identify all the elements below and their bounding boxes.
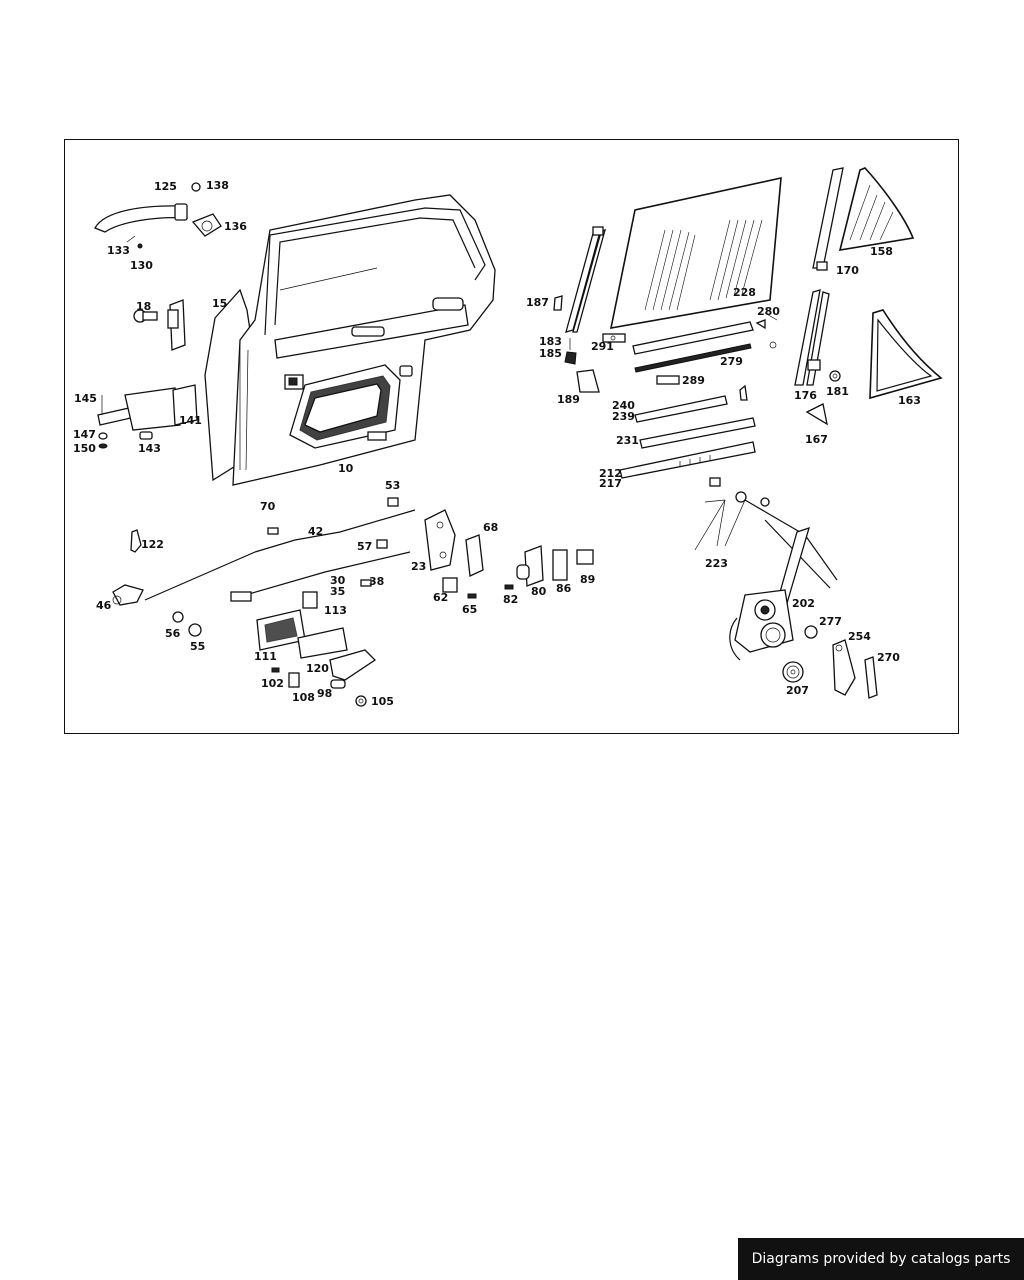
part-label: 38	[369, 575, 384, 588]
part-label: 185	[539, 347, 562, 360]
credit-badge: Diagrams provided by catalogs parts	[738, 1238, 1024, 1280]
part-label: 143	[138, 442, 161, 455]
window-glass-drawing	[553, 176, 782, 393]
door-shell-drawing	[204, 194, 496, 486]
part-label: 291	[591, 340, 614, 353]
part-label: 105	[371, 695, 394, 708]
part-label: 207	[786, 684, 809, 697]
part-label: 202	[792, 597, 815, 610]
part-label: 98	[317, 687, 332, 700]
inside-handle-drawing	[256, 609, 377, 707]
part-label: 111	[254, 650, 277, 663]
part-label: 10	[338, 462, 354, 475]
part-label: 122	[141, 538, 164, 551]
part-label: 65	[462, 603, 477, 616]
part-label: 35	[330, 585, 345, 598]
part-label: 82	[503, 593, 518, 606]
part-label: 240	[612, 399, 635, 412]
part-label: 23	[411, 560, 426, 573]
part-label: 163	[898, 394, 921, 407]
part-label: 30	[330, 574, 346, 587]
part-label: 55	[190, 640, 205, 653]
part-label: 86	[556, 582, 572, 595]
part-label: 270	[877, 651, 900, 664]
part-label: 136	[224, 220, 247, 233]
lock-rods-drawing	[112, 497, 416, 637]
parts-diagram-frame: 125 138 136 133 130 18 15 145 141 147 15…	[64, 139, 959, 734]
credit-text: Diagrams provided by catalogs parts	[751, 1251, 1011, 1267]
part-label: 70	[260, 500, 276, 513]
window-regulator-drawing	[694, 477, 878, 699]
part-label: 68	[483, 521, 498, 534]
part-label: 62	[433, 591, 448, 604]
part-label: 120	[306, 662, 329, 675]
part-label: 228	[733, 286, 756, 299]
part-label: 145	[74, 392, 97, 405]
part-label: 138	[206, 179, 229, 192]
outside-handle-drawing	[94, 182, 222, 249]
part-label: 150	[73, 442, 96, 455]
leader-lines	[569, 312, 778, 503]
part-label: 212	[599, 467, 622, 480]
part-label: 289	[682, 374, 705, 387]
part-label: 277	[819, 615, 842, 628]
part-label: 108	[292, 691, 315, 704]
part-label: 133	[107, 244, 130, 257]
part-label: 42	[308, 525, 323, 538]
part-label: 167	[805, 433, 828, 446]
part-label: 147	[73, 428, 96, 441]
part-label: 125	[154, 180, 177, 193]
door-lock-drawing	[424, 509, 594, 599]
part-label: 130	[130, 259, 153, 272]
part-labels: 125 138 136 133 130 18 15 145 141 147 15…	[73, 179, 921, 708]
part-label: 56	[165, 627, 181, 640]
part-label: 217	[599, 477, 622, 490]
door-check-drawing	[97, 299, 198, 449]
part-label: 46	[96, 599, 112, 612]
part-label: 170	[836, 264, 859, 277]
part-label: 254	[848, 630, 871, 643]
part-label: 80	[531, 585, 547, 598]
part-label: 176	[794, 389, 817, 402]
part-label: 189	[557, 393, 580, 406]
part-label: 89	[580, 573, 595, 586]
quarter-window-drawing	[794, 167, 943, 426]
part-label: 113	[324, 604, 347, 617]
window-channels-drawing	[602, 319, 777, 479]
part-label: 57	[357, 540, 372, 553]
part-label: 141	[179, 414, 202, 427]
exploded-parts-diagram: 125 138 136 133 130 18 15 145 141 147 15…	[73, 167, 943, 708]
part-label: 181	[826, 385, 849, 398]
part-label: 187	[526, 296, 549, 309]
part-label: 18	[136, 300, 151, 313]
part-label: 223	[705, 557, 728, 570]
part-label: 183	[539, 335, 562, 348]
part-label: 231	[616, 434, 639, 447]
part-label: 239	[612, 410, 635, 423]
part-label: 15	[212, 297, 227, 310]
part-label: 158	[870, 245, 893, 258]
part-label: 53	[385, 479, 400, 492]
part-label: 279	[720, 355, 743, 368]
part-label: 102	[261, 677, 284, 690]
part-label: 280	[757, 305, 780, 318]
